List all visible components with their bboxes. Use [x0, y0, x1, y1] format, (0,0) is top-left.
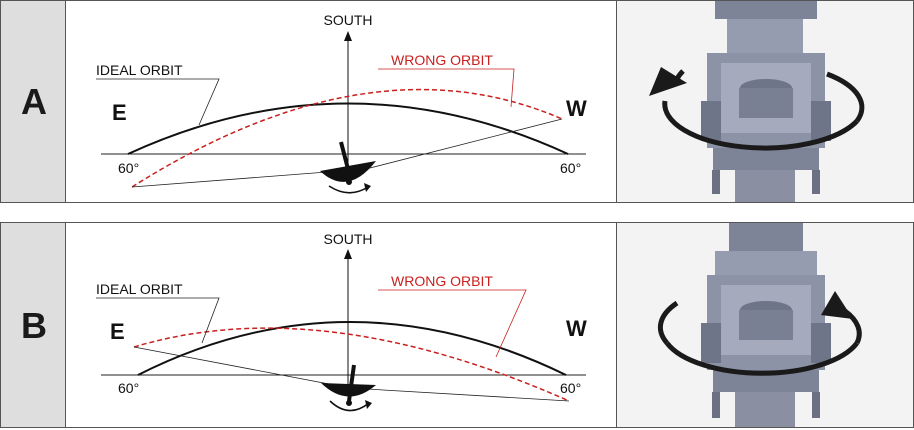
angle-right-label: 60°	[560, 160, 581, 176]
sight-line-left	[133, 346, 351, 389]
ideal-orbit-arc	[137, 321, 567, 376]
wrong-orbit-label: WRONG ORBIT	[391, 273, 493, 289]
panel-b: B SOUTH IDEAL ORBIT WRONG ORBIT E W 60°	[0, 222, 914, 428]
ideal-orbit-label: IDEAL ORBIT	[96, 281, 183, 297]
ideal-orbit-label: IDEAL ORBIT	[96, 62, 183, 78]
mount-bracket-icon	[701, 1, 831, 202]
satellite-dish-icon	[320, 141, 376, 185]
letter-cell-b: B	[0, 222, 66, 428]
south-label: SOUTH	[324, 231, 373, 247]
orbit-diagram-a: SOUTH IDEAL ORBIT WRONG ORBIT E W 60° 60…	[65, 0, 617, 203]
orbit-diagram-svg-a: SOUTH IDEAL ORBIT WRONG ORBIT E W 60° 60…	[96, 12, 587, 194]
south-arrow-icon	[344, 249, 352, 259]
sight-line-right	[365, 118, 563, 170]
orbit-diagram-svg-b: SOUTH IDEAL ORBIT WRONG ORBIT E W 60° 60…	[96, 231, 587, 412]
mount-photo-a	[616, 0, 914, 203]
south-label: SOUTH	[324, 12, 373, 28]
wrong-orbit-leader	[378, 68, 515, 108]
ideal-orbit-arc	[127, 102, 569, 155]
angle-left-label: 60°	[118, 160, 139, 176]
satellite-dish-icon	[321, 364, 376, 406]
counterclockwise-rotation-icon	[657, 291, 862, 376]
mount-bracket-icon	[701, 223, 831, 427]
rotation-arrow-icon	[329, 400, 372, 412]
panel-letter: A	[21, 81, 47, 122]
mount-photo-b	[616, 222, 914, 428]
east-label: E	[110, 319, 125, 344]
orbit-diagram-b: SOUTH IDEAL ORBIT WRONG ORBIT E W 60° 60…	[65, 222, 617, 428]
panel-letter: B	[21, 305, 47, 346]
angle-left-label: 60°	[118, 380, 139, 396]
south-arrow-icon	[344, 31, 352, 41]
rotation-arrow-icon	[328, 183, 371, 194]
letter-cell-a: A	[0, 0, 66, 203]
clockwise-rotation-icon	[649, 67, 865, 151]
angle-right-label: 60°	[560, 380, 581, 396]
wrong-orbit-leader	[378, 289, 527, 358]
wrong-orbit-label: WRONG ORBIT	[391, 52, 493, 68]
wrong-orbit-arc	[133, 327, 570, 402]
ideal-orbit-leader	[96, 78, 220, 126]
west-label: W	[566, 96, 587, 121]
ideal-orbit-leader	[96, 297, 220, 344]
west-label: W	[566, 316, 587, 341]
wrong-orbit-arc	[131, 88, 563, 188]
panel-a: A SOUTH IDEAL ORBIT	[0, 0, 914, 203]
mount-illustration-a	[617, 1, 913, 202]
mount-illustration-b	[617, 223, 913, 427]
east-label: E	[112, 100, 127, 125]
sight-line-right	[349, 387, 570, 402]
